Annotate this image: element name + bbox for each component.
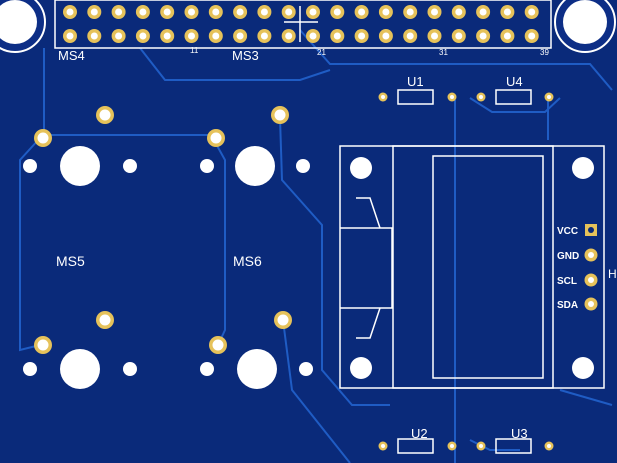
header-pad-hole — [455, 32, 463, 40]
oled-mount-holes — [350, 157, 594, 379]
header-pad-hole — [236, 8, 244, 16]
u3-footprint — [476, 438, 554, 454]
header-pad-hole — [285, 32, 293, 40]
header-pad-hole — [503, 8, 511, 16]
header-pad-hole — [358, 8, 366, 16]
u3-label: U3 — [511, 426, 528, 441]
oled-pin-vcc: VCC — [557, 224, 597, 237]
trace-bottom-right — [559, 389, 613, 406]
ms5-switch-footprint — [23, 106, 137, 389]
oled-pin-gnd: GND — [557, 248, 598, 262]
pin-11-label: 11 — [190, 46, 199, 55]
u2-footprint — [378, 438, 457, 454]
trace-ms6-right — [279, 117, 390, 406]
oled-module-footprint — [339, 145, 605, 389]
header-pad-hole — [260, 8, 268, 16]
ms5-label: MS5 — [56, 253, 85, 269]
trace-ms3 — [139, 47, 331, 81]
gnd-label: GND — [557, 251, 579, 262]
trace-ms6-bottom — [282, 319, 351, 463]
partial-label: H — [608, 267, 617, 281]
ms6-label: MS6 — [233, 253, 262, 269]
header-pad-hole — [66, 8, 74, 16]
header-pad-hole — [163, 32, 171, 40]
copper-traces — [19, 29, 613, 463]
trace-u-row — [469, 97, 561, 113]
header-pad-hole — [115, 32, 123, 40]
header-pad-hole — [431, 8, 438, 16]
gpio-header-outline — [54, 0, 552, 49]
u1-footprint — [378, 89, 457, 105]
header-pad-hole — [503, 32, 511, 40]
mount-hole-top-right — [554, 0, 616, 53]
scl-label: SCL — [557, 276, 577, 287]
oled-pin-scl: SCL — [557, 273, 598, 287]
header-pad-hole — [163, 8, 171, 16]
header-pad-hole — [90, 8, 98, 16]
header-pad-hole — [139, 8, 147, 16]
trace-bottom-u3 — [469, 439, 520, 451]
gpio-header-pins — [63, 5, 539, 43]
header-pad-hole — [382, 8, 390, 16]
header-pad-hole — [479, 8, 487, 16]
header-pad-hole — [528, 8, 536, 16]
trace-ms5-left — [19, 137, 41, 352]
header-pad-hole — [309, 8, 317, 16]
header-pad-hole — [212, 32, 220, 40]
sda-label: SDA — [557, 300, 578, 311]
ms3-label: MS3 — [232, 48, 259, 63]
header-pad-hole — [333, 32, 341, 40]
trace-top-right — [299, 29, 613, 91]
crosshair-marker — [284, 6, 318, 42]
header-pad-hole — [309, 32, 317, 40]
header-pad-hole — [358, 32, 366, 40]
header-pad-hole — [406, 8, 414, 16]
header-pad-hole — [90, 32, 98, 40]
header-pad-hole — [115, 8, 123, 16]
header-pad-hole — [333, 8, 341, 16]
ms4-label: MS4 — [58, 48, 85, 63]
header-pad-hole — [382, 32, 390, 40]
header-pad-hole — [260, 32, 268, 40]
header-pad-hole — [188, 8, 195, 16]
header-pad-hole — [406, 32, 414, 40]
header-pad-hole — [66, 32, 74, 40]
header-pad-hole — [528, 32, 536, 40]
pin-31-label: 31 — [439, 48, 448, 57]
u1-label: U1 — [407, 74, 424, 89]
header-pad-hole — [285, 8, 293, 16]
pin-21-label: 21 — [317, 48, 326, 57]
u2-label: U2 — [411, 426, 428, 441]
pin-39-label: 39 — [540, 48, 549, 57]
header-pad-hole — [212, 8, 220, 16]
u4-label: U4 — [506, 74, 523, 89]
ms6-switch-footprint — [200, 106, 313, 389]
mount-hole-top-left — [0, 0, 46, 53]
oled-pin-sda: SDA — [557, 297, 598, 311]
header-pad-hole — [139, 32, 147, 40]
header-pad-hole — [479, 32, 487, 40]
header-pad-hole — [188, 32, 195, 40]
vcc-label: VCC — [557, 226, 578, 237]
u4-footprint — [476, 89, 554, 105]
header-pad-hole — [455, 8, 463, 16]
header-pad-hole — [431, 32, 438, 40]
header-pad-hole — [236, 32, 244, 40]
